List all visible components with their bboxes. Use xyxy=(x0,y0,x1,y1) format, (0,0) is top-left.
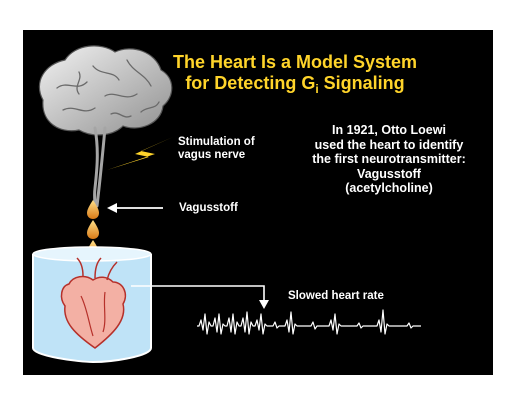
drop-icon xyxy=(87,200,99,219)
title-line-2-main: for Detecting G xyxy=(185,73,316,93)
stimulation-label: Stimulation of vagus nerve xyxy=(178,136,255,162)
ecg-trace-icon xyxy=(197,309,421,335)
vagusstoff-arrow xyxy=(107,203,163,213)
info-line-2: used the heart to identify xyxy=(314,137,464,152)
vagus-nerve xyxy=(93,126,107,208)
info-line-4: Vagusstoff xyxy=(357,166,421,181)
vagusstoff-label: Vagusstoff xyxy=(179,202,238,214)
title-line-2: for Detecting Gi Signaling xyxy=(135,73,455,100)
connector-arrow xyxy=(131,285,269,309)
stimulation-label-line-1: Stimulation of xyxy=(178,136,255,148)
title-subscript: i xyxy=(315,82,319,96)
info-line-3: the first neurotransmitter: xyxy=(312,152,466,166)
info-text: In 1921, Otto Loewi used the heart to id… xyxy=(299,123,479,196)
slide: The Heart Is a Model System for Detectin… xyxy=(23,30,493,375)
diagram-art xyxy=(32,45,421,364)
lightning-bolt-icon xyxy=(107,137,173,170)
title-line-2-end: Signaling xyxy=(318,73,405,93)
slowed-heart-rate-label: Slowed heart rate xyxy=(288,290,384,302)
title-line-1: The Heart Is a Model System xyxy=(172,52,418,72)
info-line-5: (acetylcholine) xyxy=(345,181,433,195)
info-line-1: In 1921, Otto Loewi xyxy=(332,123,446,137)
drop-icon xyxy=(87,220,99,239)
slide-title: The Heart Is a Model System for Detectin… xyxy=(135,52,455,100)
brain-icon xyxy=(38,45,173,136)
heart-icon xyxy=(60,257,127,349)
stimulation-label-line-2: vagus nerve xyxy=(178,149,246,161)
